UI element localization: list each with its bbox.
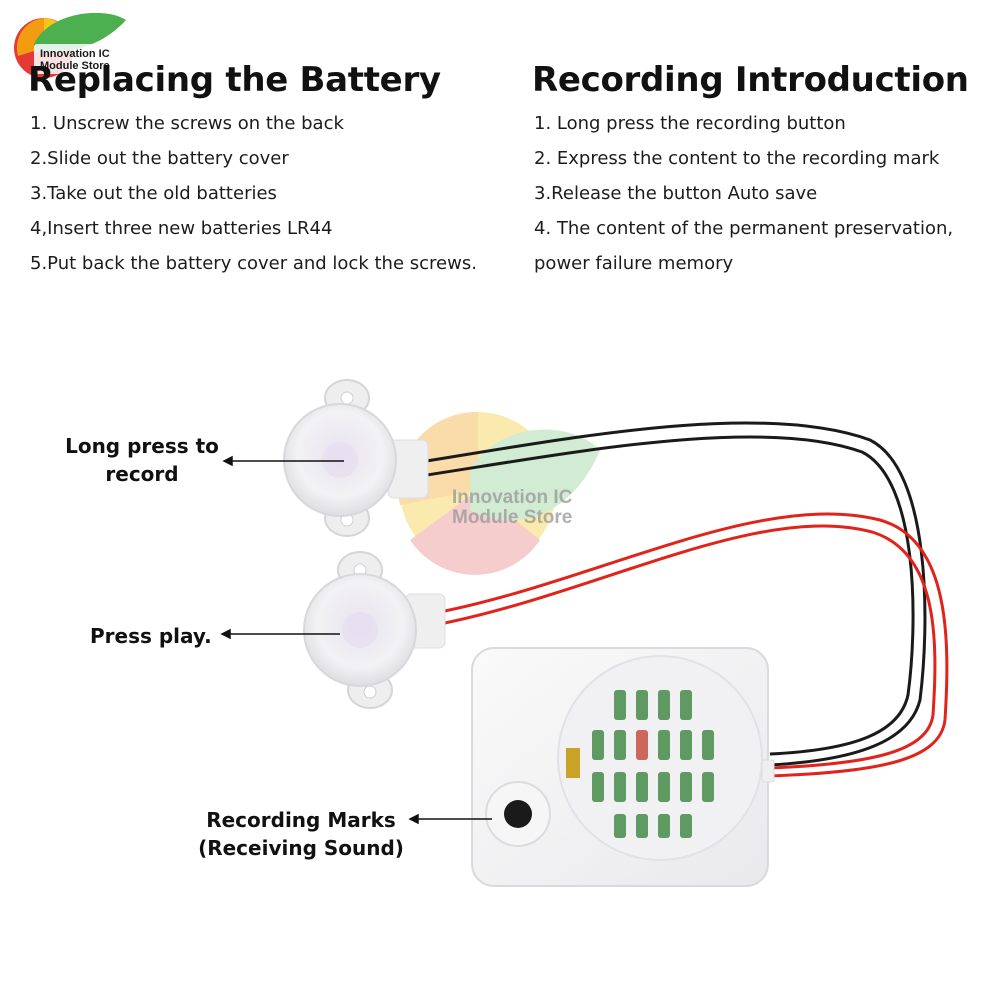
recording-steps-list: 1. Long press the recording button 2. Ex… (534, 106, 953, 281)
product-illustration (220, 379, 949, 887)
battery-step: 3.Take out the old batteries (30, 183, 277, 204)
play-button (303, 551, 446, 709)
black-wires (419, 421, 927, 767)
arrow-left-icon (220, 628, 231, 640)
recording-step: power failure memory (534, 253, 734, 274)
callout-arrows (220, 455, 492, 825)
recording-step: 2. Express the content to the recording … (534, 148, 940, 169)
sound-module-box (471, 647, 775, 887)
battery-heading: Replacing the Battery (28, 60, 441, 100)
microphone-icon (504, 800, 532, 828)
record-button (283, 379, 429, 537)
battery-step: 5.Put back the battery cover and lock th… (30, 253, 477, 274)
brand-logo: Innovation IC Module Store (4, 6, 126, 78)
recording-heading: Recording Introduction (532, 60, 969, 100)
recording-step: 4. The content of the permanent preserva… (534, 218, 954, 239)
watermark-line2: Module Store (452, 507, 573, 528)
battery-steps-list: 1. Unscrew the screws on the back 2.Slid… (30, 106, 477, 281)
arrow-left-icon (222, 455, 233, 467)
marks-callout-line1: Recording Marks (206, 808, 396, 832)
red-wires (439, 512, 949, 778)
logo-text-line1: Innovation IC (40, 48, 110, 60)
play-callout: Press play. (90, 624, 212, 648)
record-callout: Long press to record (52, 432, 232, 488)
logo-leaf-icon (14, 12, 126, 78)
recording-step: 3.Release the button Auto save (534, 183, 818, 204)
battery-step: 1. Unscrew the screws on the back (30, 113, 344, 134)
battery-step: 4,Insert three new batteries LR44 (30, 218, 333, 239)
record-callout-line2: record (105, 462, 179, 486)
speaker-grille-icon (592, 690, 714, 838)
battery-step: 2.Slide out the battery cover (30, 148, 289, 169)
watermark-text: Innovation IC Module Store (452, 488, 572, 528)
marks-callout: Recording Marks (Receiving Sound) (186, 806, 416, 862)
record-callout-line1: Long press to (65, 434, 219, 458)
marks-callout-line2: (Receiving Sound) (198, 836, 404, 860)
recording-step: 1. Long press the recording button (534, 113, 846, 134)
logo-text-line2: Module Store (40, 60, 110, 72)
watermark-line1: Innovation IC (452, 487, 573, 508)
arrow-left-icon (408, 813, 419, 825)
logo-text: Innovation IC Module Store (40, 48, 110, 72)
